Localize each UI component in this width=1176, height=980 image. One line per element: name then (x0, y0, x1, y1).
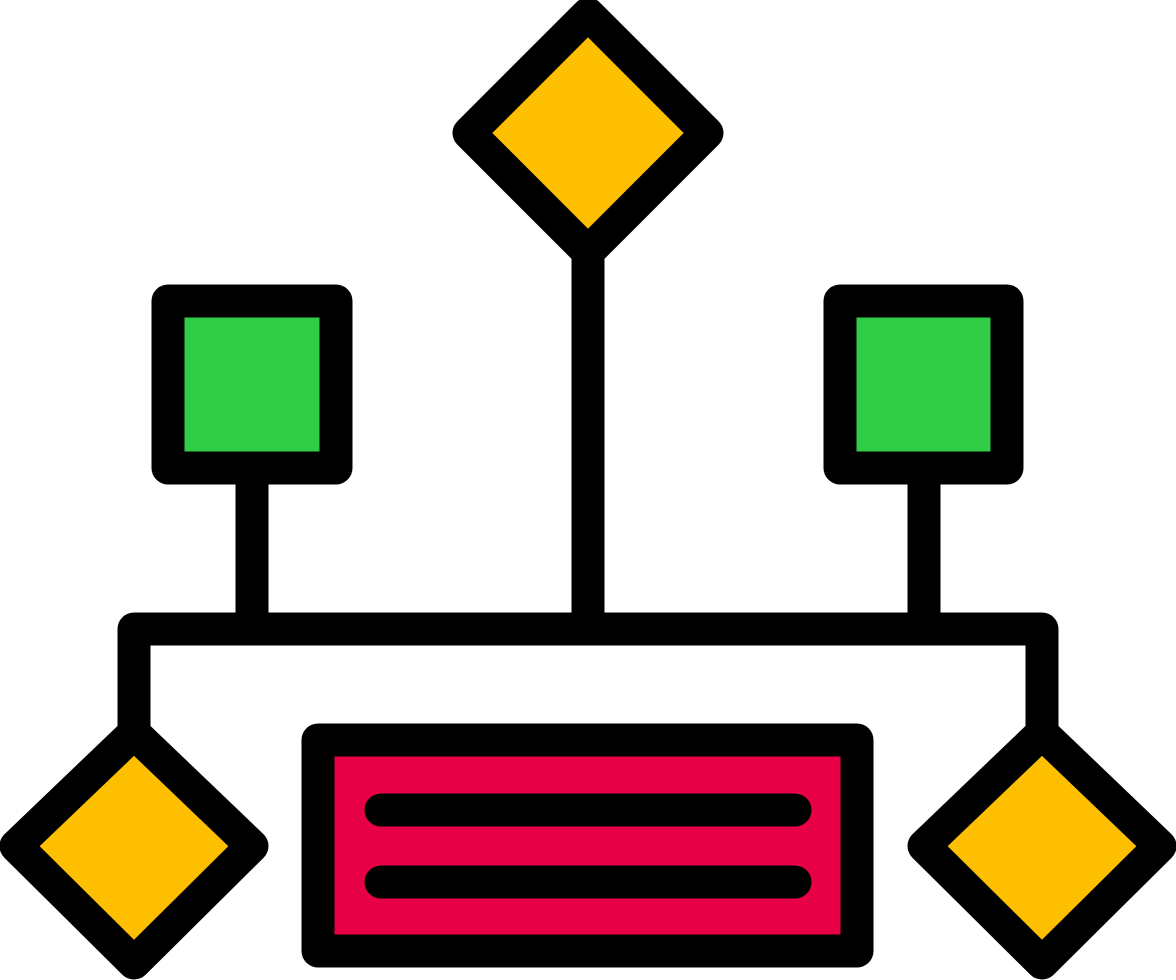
bottom-left-diamond-node (0, 716, 269, 980)
top-diamond-node (452, 0, 724, 269)
bottom-right-diamond-node (907, 716, 1176, 980)
center-card-node (301, 723, 874, 968)
left-square-node (151, 284, 353, 485)
right-square-node (823, 284, 1024, 485)
horizontal-bus-connector (117, 612, 1059, 750)
